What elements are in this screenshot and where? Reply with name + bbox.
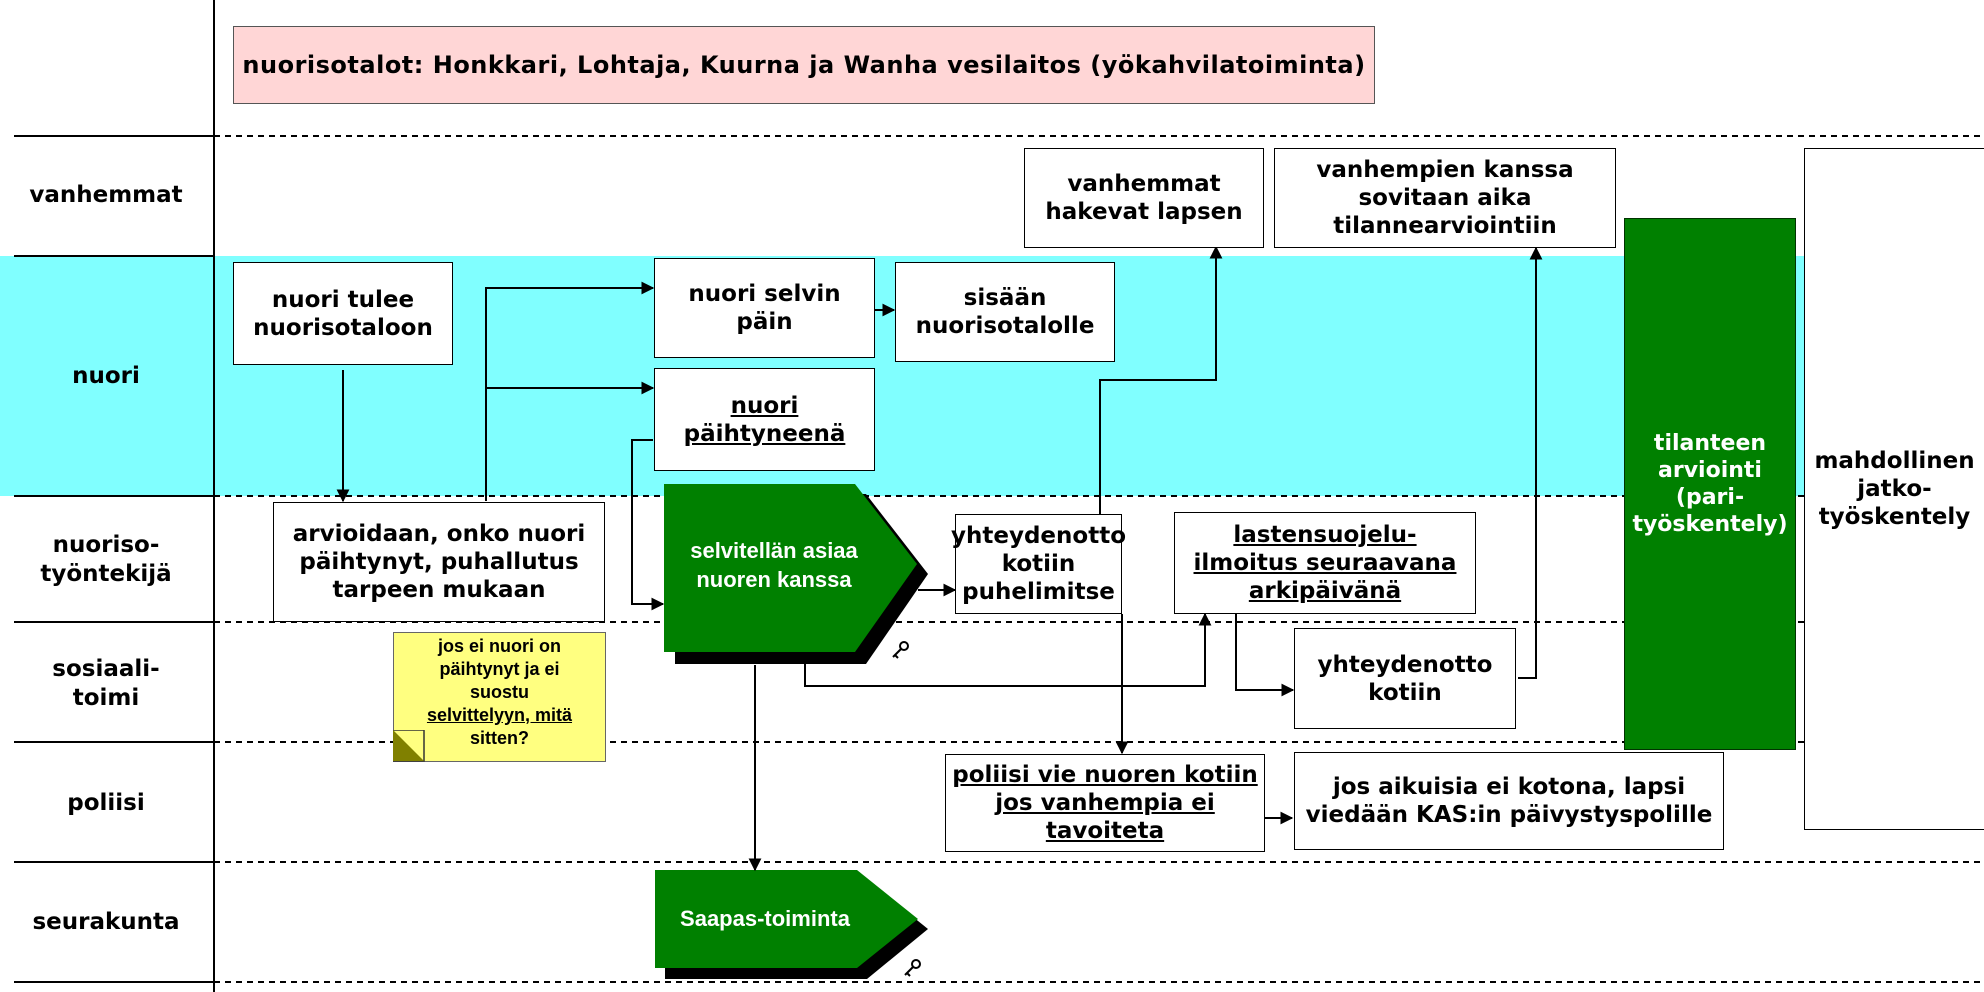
box-nuori-paihtyneena-text: nuori päihtyneenä [683,392,846,447]
lane-label-sosiaalitoimi: sosiaali- toimi [52,656,160,711]
box-poliisi-vie-text: poliisi vie nuoren kotiin jos vanhempia … [952,762,1258,844]
selvitellaan-label: selvitellän asiaa nuoren kanssa [690,538,858,592]
box-tilanteen-arviointi[interactable]: tilanteen arviointi (pari- työskentely) [1624,218,1796,750]
box-vanhemmat-hakevat[interactable]: vanhemmat hakevat lapsen [1024,148,1264,248]
box-yhteydenotto-kotiin[interactable]: yhteydenotto kotiin [1294,628,1516,729]
arrow-kotiin-vanhempien [1518,246,1543,679]
box-sisaan[interactable]: sisään nuorisotalolle [895,262,1115,362]
arrow-lastensuojelu-kotiin [1235,580,1295,697]
lane-label-seurakunta: seurakunta [32,909,180,935]
box-jos-aikuisia[interactable]: jos aikuisia ei kotona, lapsi viedään KA… [1294,752,1724,850]
box-poliisi-vie[interactable]: poliisi vie nuoren kotiin jos vanhempia … [945,754,1265,852]
selvitellaan-shape[interactable] [664,484,917,652]
box-nuori-tulee[interactable]: nuori tulee nuorisotaloon [233,262,453,365]
lane-label-poliisi: poliisi [67,790,145,816]
connectors [336,245,1543,872]
key-icon [904,959,921,977]
note-fold-icon [393,730,425,762]
note-line: suostu [469,682,529,702]
box-vanhempien-kanssa[interactable]: vanhempien kanssa sovitaan aika tilannea… [1274,148,1616,248]
box-nuori-selvin[interactable]: nuori selvin päin [654,258,875,358]
box-arvioidaan[interactable]: arvioidaan, onko nuori päihtynyt, puhall… [273,502,605,622]
note-line: selvittelyyn, mitä [426,705,573,725]
arrow-arvioidaan-selvin [485,281,655,501]
key-icon [892,641,909,659]
note-line: jos ei nuori on [437,636,561,656]
box-nuori-paihtyneena[interactable]: nuori päihtyneenä [654,368,875,471]
arrow-puhelin-vanhemmat [1099,245,1223,514]
box-mahdollinen-jatkotyoskentely[interactable]: mahdollinen jatko- työskentely [1804,148,1984,830]
box-yhteydenotto-puhelin[interactable]: yhteydenotto kotiin puhelimitse [951,514,1126,614]
note-line: sitten? [469,728,529,748]
sticky-note[interactable]: jos ei nuori on päihtynyt ja ei suostu s… [393,632,606,762]
box-lastensuojelu-text: lastensuojelu- ilmoitus seuraavana arkip… [1193,522,1457,604]
header-banner: nuorisotalot: Honkkari, Lohtaja, Kuurna … [233,26,1375,104]
saapas-label: Saapas-toiminta [680,906,850,931]
lane-label-nuori: nuori [72,363,140,389]
note-line: päihtynyt ja ei [439,659,560,679]
arrow-paihtyneena-selvitellaan [631,439,665,611]
saapas-shape[interactable] [655,870,918,968]
lane-label-vanhemmat: vanhemmat [29,182,183,208]
box-lastensuojelu[interactable]: lastensuojelu- ilmoitus seuraavana arkip… [1174,512,1476,614]
arrow-selvitellaan-lastensuojelu [804,612,1212,687]
lane-lines-solid [14,135,214,983]
lane-label-nuorisotyontekija: nuoriso- työntekijä [40,532,172,587]
